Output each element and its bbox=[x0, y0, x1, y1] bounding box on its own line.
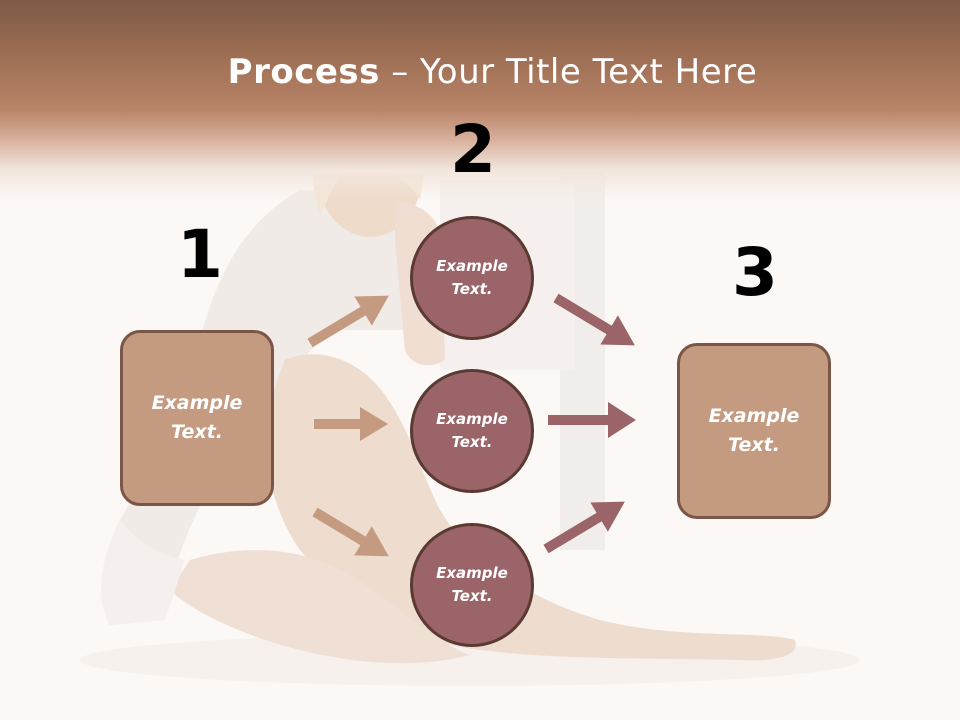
circle-top-line1: Example bbox=[436, 257, 508, 275]
header-band bbox=[0, 0, 960, 200]
circle-middle-line1: Example bbox=[436, 410, 508, 428]
arrow-right-up bbox=[543, 501, 625, 554]
title-dash: – bbox=[379, 52, 421, 92]
circle-bottom[interactable]: Example Text. bbox=[410, 523, 534, 647]
step-number-1: 1 bbox=[177, 216, 223, 293]
title-bold: Process bbox=[227, 52, 380, 92]
circle-top[interactable]: Example Text. bbox=[410, 216, 534, 340]
arrow-left-straight bbox=[314, 407, 388, 441]
right-box-line1: Example bbox=[708, 405, 800, 427]
left-arrows bbox=[307, 295, 389, 557]
left-box-line2: Text. bbox=[171, 421, 223, 443]
left-box-line1: Example bbox=[151, 392, 243, 414]
circle-top-line2: Text. bbox=[451, 280, 493, 298]
arrow-left-up bbox=[307, 295, 389, 348]
step-number-3: 3 bbox=[732, 234, 778, 311]
right-arrows bbox=[543, 293, 636, 554]
circle-middle-line2: Text. bbox=[451, 433, 493, 451]
step-number-2: 2 bbox=[450, 111, 496, 188]
arrow-right-straight bbox=[548, 402, 636, 438]
slide-title: Process – Your Title Text Here bbox=[0, 52, 960, 92]
circle-bottom-line1: Example bbox=[436, 564, 508, 582]
arrow-right-down bbox=[553, 293, 635, 346]
title-rest: Your Title Text Here bbox=[420, 52, 758, 92]
arrow-left-down bbox=[312, 507, 389, 557]
right-box-line2: Text. bbox=[728, 434, 780, 456]
circle-bottom-line2: Text. bbox=[451, 587, 493, 605]
right-text-box[interactable]: Example Text. bbox=[677, 343, 831, 519]
circle-middle[interactable]: Example Text. bbox=[410, 369, 534, 493]
left-text-box[interactable]: Example Text. bbox=[120, 330, 274, 506]
